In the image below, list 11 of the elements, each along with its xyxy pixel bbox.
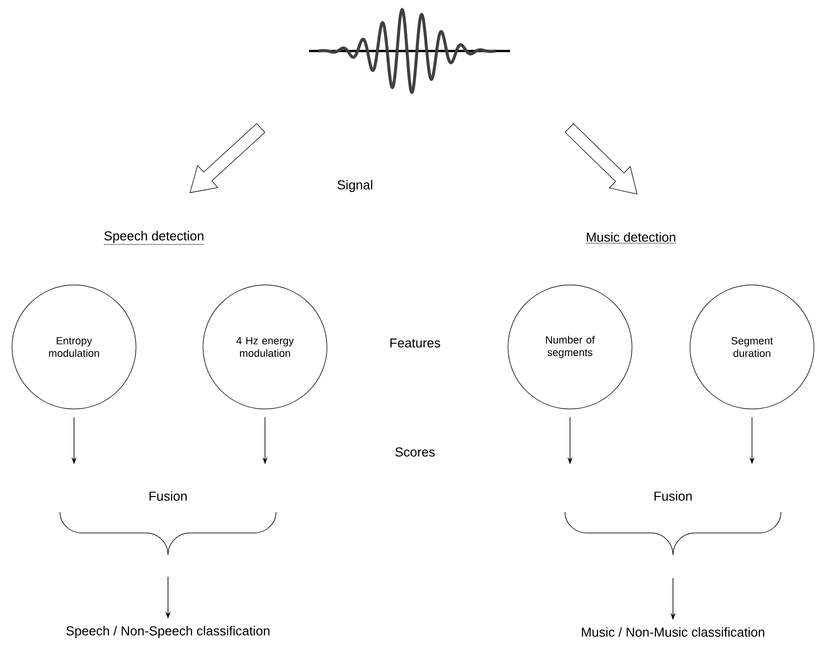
classification-label: Music / Non-Music classification [582,627,764,637]
stage-label: Scores [395,447,435,457]
detection-heading: Speech detection [104,230,204,245]
fusion-label: Fusion [150,491,187,501]
signal-drawing: Signal [309,8,510,192]
hollow-arrow [190,123,266,194]
detection-heading: Music detection [586,232,676,244]
fusion-label: Fusion [654,491,692,501]
stage-label: Features [390,338,440,348]
hollow-arrow [564,123,638,194]
classification-label: Speech / Non-Speech classification [66,626,270,638]
